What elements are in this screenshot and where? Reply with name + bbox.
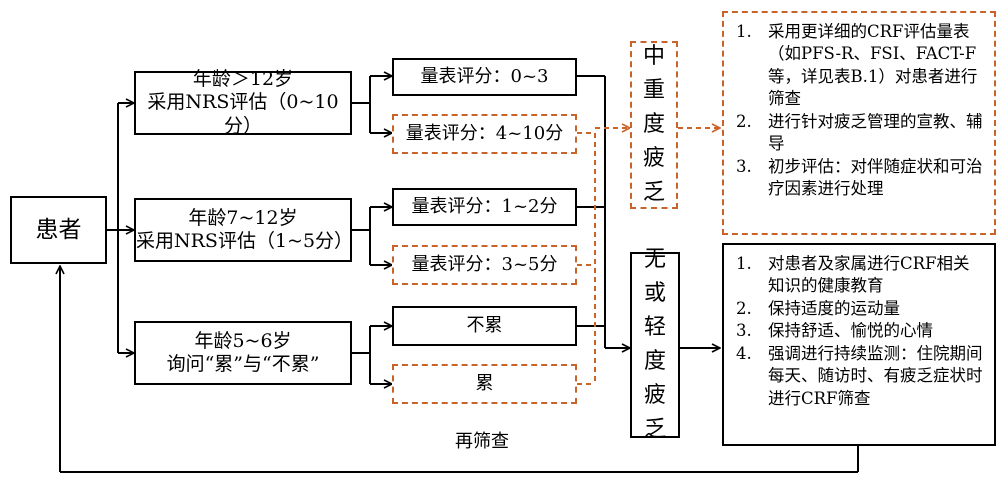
mild-fatigue-char-1: 无 [643, 246, 666, 272]
list-item: 3. 保持舒适、愉悦的心情 [736, 320, 984, 342]
score-label-3-5: 量表评分：3~5分 [411, 254, 558, 276]
moderate-fatigue-char-3: 度 [642, 111, 665, 137]
score-box-0-3: 量表评分：0~3 [392, 58, 577, 96]
no-or-mild-fatigue-box: 无 或 轻 度 疲 乏 [630, 247, 680, 442]
mild-actions-list: 1. 对患者及家属进行CRF相关知识的健康教育 2. 保持适度的运动量 3. 保… [736, 253, 984, 410]
list-item: 2. 保持适度的运动量 [736, 298, 984, 320]
score-box-not-tired: 不累 [392, 306, 577, 346]
mild-fatigue-char-3: 轻 [643, 314, 666, 340]
moderate-fatigue-char-1: 中 [642, 43, 665, 69]
score-box-1-2: 量表评分：1~2分 [392, 188, 577, 226]
rescreen-label: 再筛查 [455, 427, 509, 453]
list-item-number: 2. [736, 298, 752, 318]
moderate-severe-fatigue-box: 中 重 度 疲 乏 [630, 41, 678, 209]
list-item-text: 强调进行持续监测：住院期间每天、随访时、有疲乏症状时进行CRF筛查 [768, 343, 983, 408]
list-item-number: 2. [736, 111, 752, 131]
score-box-3-5: 量表评分：3~5分 [392, 245, 577, 285]
mild-fatigue-char-5: 疲 [643, 383, 666, 409]
age-group-5-6: 年龄5~6岁 询问“累”与“不累” [134, 321, 352, 385]
moderate-actions-list: 1. 采用更详细的CRF评估量表（如PFS-R、FSI、FACT-F等，详见表B… [736, 21, 984, 201]
list-item-number: 4. [736, 343, 752, 363]
list-item-text: 保持舒适、愉悦的心情 [768, 321, 933, 341]
score-label-1-2: 量表评分：1~2分 [411, 196, 558, 218]
list-item-number: 1. [736, 22, 752, 41]
list-item: 1. 采用更详细的CRF评估量表（如PFS-R、FSI、FACT-F等，详见表B… [736, 21, 984, 111]
mild-fatigue-char-4: 度 [643, 349, 666, 374]
age-group-7-12-line2: 采用NRS评估（1~5分） [136, 230, 354, 252]
score-label-0-3: 量表评分：0~3 [420, 66, 549, 88]
list-item-number: 3. [736, 321, 752, 341]
age-group-7-12-line1: 年龄7~12岁 [188, 206, 298, 229]
mild-fatigue-actions: 1. 对患者及家属进行CRF相关知识的健康教育 2. 保持适度的运动量 3. 保… [722, 243, 996, 446]
list-item: 3. 初步评估：对伴随症状和可治疗因素进行处理 [736, 156, 984, 201]
rescreen-text: 再筛查 [455, 431, 509, 452]
moderate-fatigue-actions: 1. 采用更详细的CRF评估量表（如PFS-R、FSI、FACT-F等，详见表B… [722, 11, 996, 235]
score-label-4-10: 量表评分：4~10分 [405, 123, 564, 145]
list-item: 4. 强调进行持续监测：住院期间每天、随访时、有疲乏症状时进行CRF筛查 [736, 343, 984, 410]
moderate-fatigue-char-4: 疲 [642, 146, 665, 172]
score-label-not-tired: 不累 [466, 315, 503, 337]
moderate-fatigue-char-2: 重 [642, 77, 665, 103]
list-item-text: 保持适度的运动量 [768, 298, 900, 318]
list-item-text: 对患者及家属进行CRF相关知识的健康教育 [768, 254, 970, 296]
list-item-text: 初步评估：对伴随症状和可治疗因素进行处理 [768, 156, 983, 199]
score-box-4-10: 量表评分：4~10分 [392, 114, 577, 154]
mild-fatigue-char-6: 乏 [643, 417, 666, 443]
list-item-number: 1. [736, 254, 752, 273]
score-box-tired: 累 [392, 364, 577, 404]
mild-fatigue-char-2: 或 [643, 280, 666, 306]
age-group-5-6-line2: 询问“累”与“不累” [166, 353, 320, 375]
list-item-number: 3. [736, 156, 752, 176]
patient-label: 患者 [35, 216, 82, 243]
list-item-text: 进行针对疲乏管理的宣教、辅导 [768, 111, 983, 154]
list-item: 1. 对患者及家属进行CRF相关知识的健康教育 [736, 253, 984, 298]
age-group-over-12-line2: 采用NRS评估（0~10分） [147, 91, 339, 137]
age-group-7-12: 年龄7~12岁 采用NRS评估（1~5分） [134, 198, 354, 262]
list-item-text: 采用更详细的CRF评估量表（如PFS-R、FSI、FACT-F等，详见表B.1）… [768, 22, 978, 109]
age-group-5-6-line1: 年龄5~6岁 [194, 329, 292, 352]
patient-box: 患者 [10, 196, 107, 264]
moderate-fatigue-char-5: 乏 [642, 180, 665, 206]
score-label-tired: 累 [475, 373, 494, 395]
age-group-over-12: 年龄＞12岁 采用NRS评估（0~10分） [134, 68, 352, 137]
age-group-over-12-line1: 年龄＞12岁 [192, 68, 294, 91]
list-item: 2. 进行针对疲乏管理的宣教、辅导 [736, 111, 984, 156]
